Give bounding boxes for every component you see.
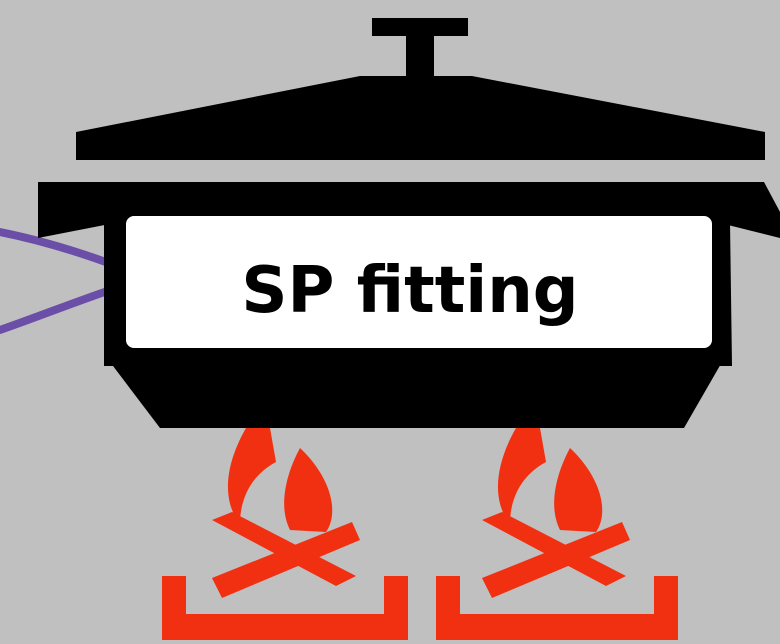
arrow-stroke-upper	[0, 232, 122, 268]
lid-handle-top	[372, 18, 468, 36]
flame-right	[498, 428, 546, 524]
log-right-2	[482, 522, 630, 598]
fire-base-left	[162, 576, 408, 640]
fire-base-right	[436, 576, 678, 640]
flame-right-inner	[554, 448, 602, 532]
campfire-right	[436, 428, 678, 640]
lid-handle-stem	[406, 34, 434, 80]
campfire-left	[162, 428, 408, 640]
log-left-2	[212, 522, 360, 598]
incoming-arrow	[0, 232, 122, 330]
lid-body	[76, 76, 765, 160]
pot-lower-body	[110, 362, 722, 428]
pot-label: SP fitting	[126, 216, 712, 348]
pot-lid	[76, 18, 765, 160]
pot-label-text: SP fitting	[241, 254, 578, 328]
flame-left-inner	[284, 448, 332, 532]
arrow-stroke-lower	[0, 286, 122, 330]
flame-left	[228, 428, 276, 524]
